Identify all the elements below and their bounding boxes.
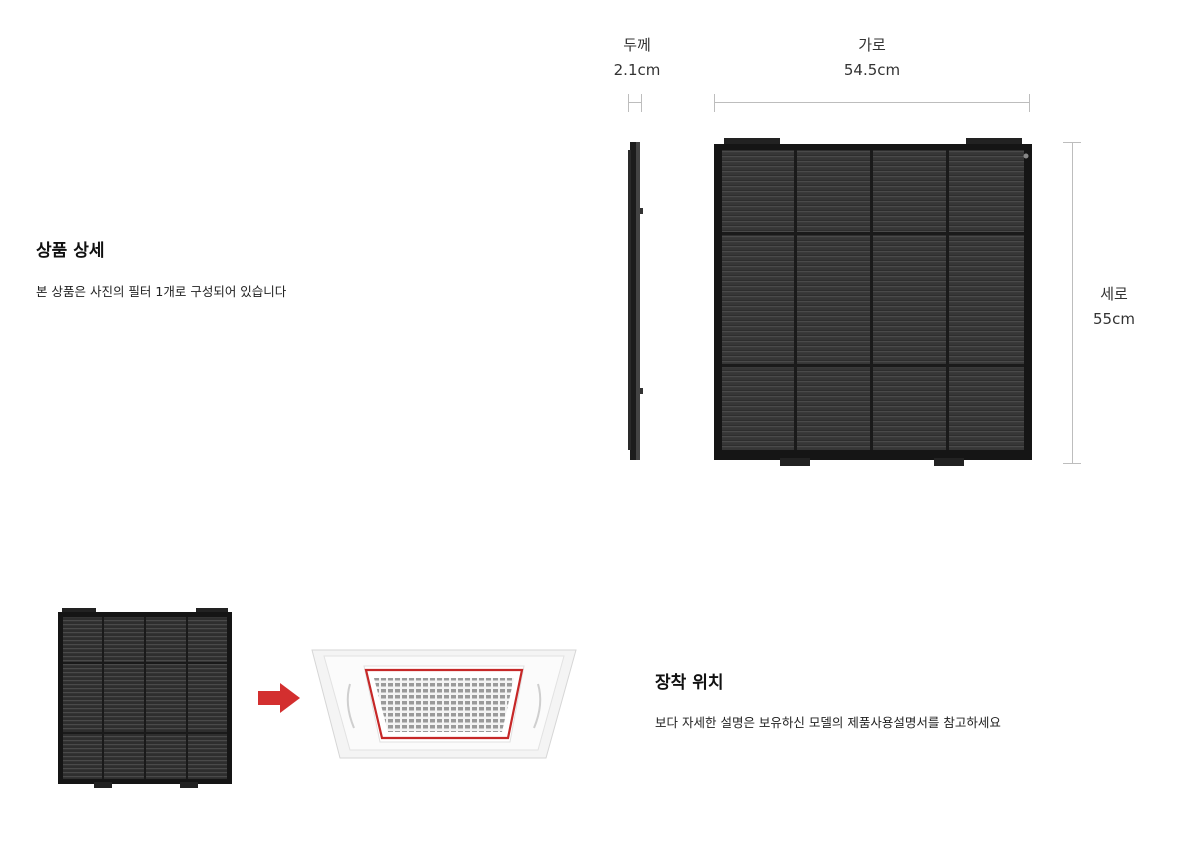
filter-front-view — [714, 138, 1032, 466]
filter-small-view — [58, 608, 232, 788]
cassette-ac-unit — [311, 649, 577, 759]
width-label: 가로 — [858, 36, 886, 54]
filter-side-view — [628, 142, 643, 460]
arrow-right-icon — [258, 683, 300, 713]
thickness-value: 2.1cm — [613, 61, 661, 79]
width-line-left — [714, 94, 715, 112]
thickness-line-mid — [628, 102, 642, 103]
width-value: 54.5cm — [843, 61, 901, 79]
thickness-label: 두께 — [623, 36, 651, 54]
product-detail-description: 본 상품은 사진의 필터 1개로 구성되어 있습니다 — [36, 284, 287, 299]
height-dimension: 세로 55cm — [1082, 282, 1146, 332]
thickness-line-left — [628, 94, 629, 112]
width-dimension: 가로 54.5cm — [822, 33, 922, 83]
width-line-mid — [714, 102, 1030, 103]
height-line-mid — [1072, 142, 1073, 464]
product-detail-title: 상품 상세 — [36, 241, 105, 261]
thickness-dimension: 두께 2.1cm — [600, 33, 674, 83]
installation-title: 장착 위치 — [655, 673, 724, 693]
width-line-right — [1029, 94, 1030, 112]
height-label: 세로 — [1100, 285, 1128, 303]
installation-description: 보다 자세한 설명은 보유하신 모델의 제품사용설명서를 참고하세요 — [655, 715, 1001, 730]
thickness-line-right — [641, 94, 642, 112]
height-value: 55cm — [1093, 310, 1135, 328]
